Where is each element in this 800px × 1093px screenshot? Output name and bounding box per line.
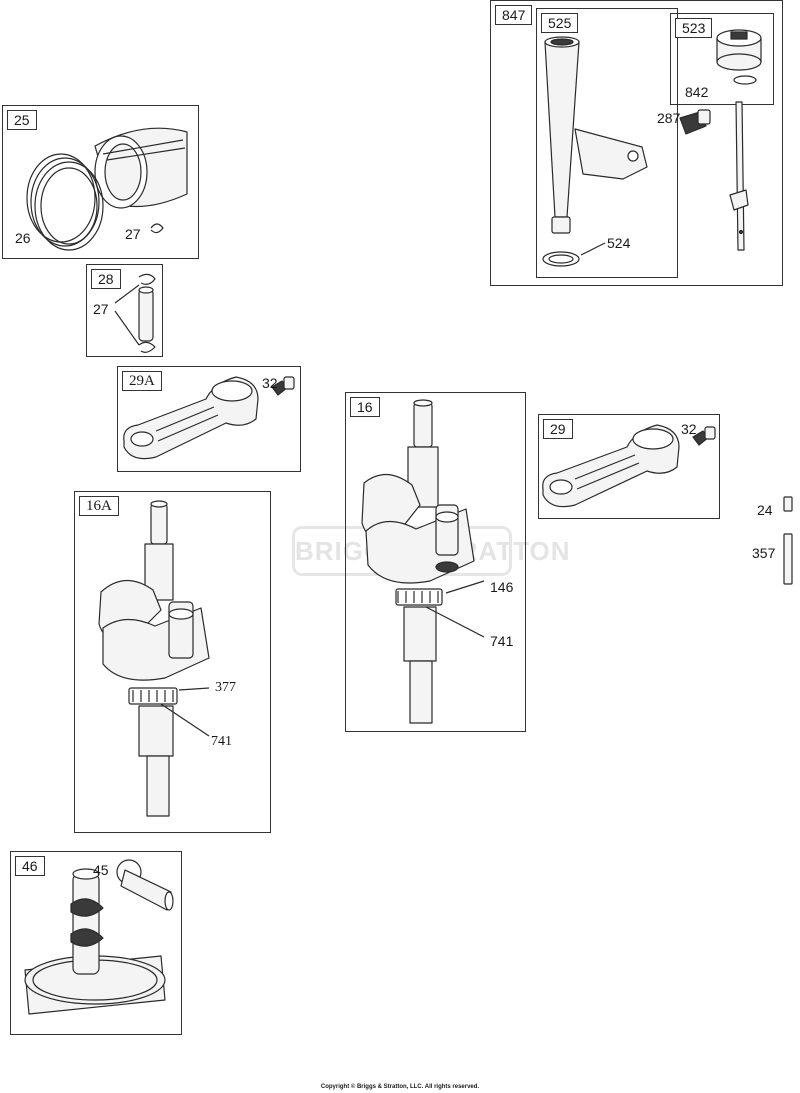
panel-16A-tag: 16A (79, 496, 119, 516)
part-27-pin-label: 27 (93, 301, 109, 317)
crankshaft-16A-drawing (98, 500, 210, 817)
part-45-label: 45 (93, 862, 109, 878)
camshaft-drawing (24, 859, 174, 1015)
panel-29A-tag: 29A (122, 371, 162, 391)
part-26-label: 26 (15, 230, 31, 246)
piston-pin-drawing (114, 273, 156, 353)
part-287-label: 287 (657, 110, 681, 126)
part-146-label: 146 (490, 579, 514, 595)
part-524-label: 524 (607, 235, 631, 251)
loose-keys-drawing (783, 496, 793, 585)
part-842-label: 842 (685, 84, 709, 100)
part-32-rod-label: 32 (681, 421, 697, 437)
panel-847-tag: 847 (495, 5, 533, 25)
part-377-label: 377 (215, 680, 236, 695)
part-741-16A-label: 741 (211, 734, 232, 749)
panel-46: 46 45 (10, 851, 182, 1035)
panel-523: 523 842 (670, 13, 774, 105)
panel-46-tag: 46 (15, 856, 45, 876)
panel-29: 29 32 (538, 414, 720, 519)
panel-16A: 16A 377 741 (74, 491, 271, 833)
dipstick-blade-drawing (679, 101, 749, 251)
panel-523-tag: 523 (675, 18, 713, 38)
panel-28: 28 27 (86, 264, 163, 357)
panel-16: 16 146 741 (345, 392, 526, 732)
part-32-label: 32 (262, 375, 278, 391)
part-27-label: 27 (125, 226, 141, 242)
panel-29-tag: 29 (543, 419, 573, 439)
panel-16-tag: 16 (350, 397, 380, 417)
part-357-label: 357 (752, 545, 776, 561)
part-741-label: 741 (490, 633, 514, 649)
panel-29A: 29A 32 (117, 366, 301, 472)
panel-525: 525 524 (536, 8, 678, 278)
panel-525-tag: 525 (541, 13, 579, 33)
panel-25-tag: 25 (7, 110, 37, 130)
crankshaft-16-drawing (361, 399, 485, 724)
copyright-notice: Copyright © Briggs & Stratton, LLC. All … (320, 1084, 480, 1090)
part-24-label: 24 (757, 502, 773, 518)
panel-25: 25 26 27 (2, 105, 199, 259)
dipstick-tube-drawing (542, 36, 648, 267)
connecting-rod-29A-drawing (123, 376, 295, 460)
connecting-rod-29-drawing (542, 424, 716, 508)
piston-and-rings-drawing (26, 127, 188, 251)
panel-28-tag: 28 (91, 269, 121, 289)
dipstick-cap-drawing (716, 29, 762, 85)
panel-847: 847 (490, 0, 783, 286)
